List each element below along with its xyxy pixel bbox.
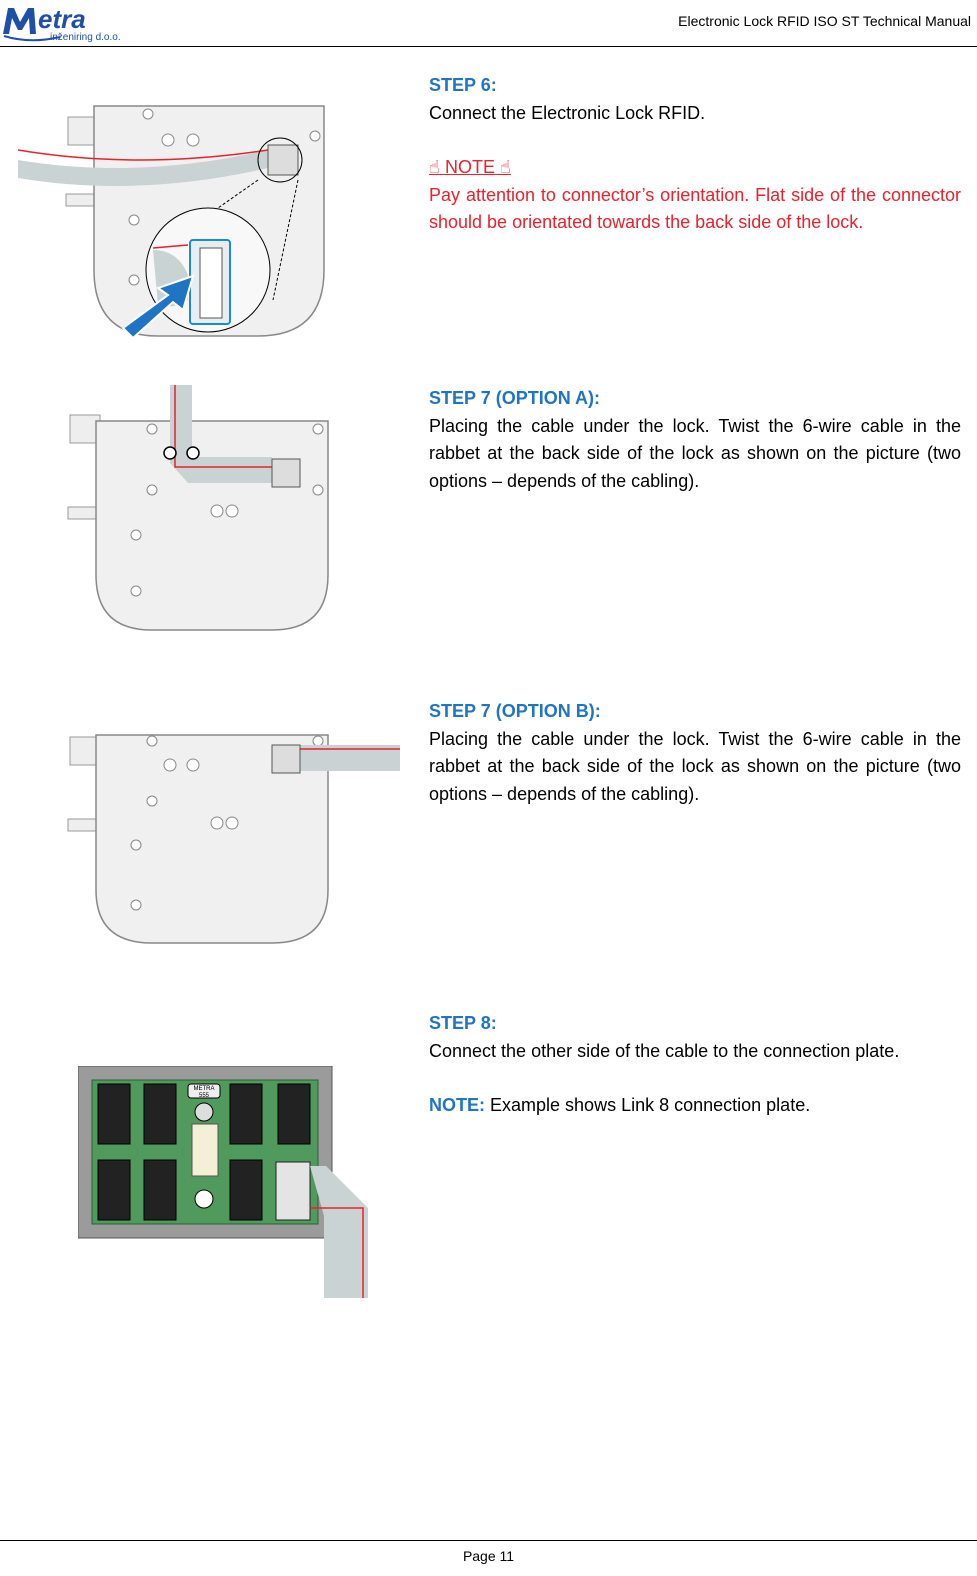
step8-body: Connect the other side of the cable to t… bbox=[429, 1040, 900, 1061]
plate-label-line2: 555 bbox=[199, 1093, 210, 1099]
document-title: Electronic Lock RFID ISO ST Technical Ma… bbox=[678, 13, 971, 29]
step7a-text: STEP 7 (OPTION A): Placing the cable und… bbox=[429, 385, 961, 495]
step6-illustration bbox=[17, 100, 408, 355]
page-number: Page 11 bbox=[462, 1548, 515, 1564]
step6-body: Connect the Electronic Lock RFID. bbox=[429, 102, 706, 123]
step7b-body: Placing the cable under the lock. Twist … bbox=[429, 728, 961, 804]
step7b-illustration bbox=[60, 725, 400, 950]
step7a-title: STEP 7 (OPTION A): bbox=[429, 388, 601, 408]
step7b-text: STEP 7 (OPTION B): Placing the cable und… bbox=[429, 698, 961, 808]
step8-note-label: NOTE: bbox=[429, 1095, 485, 1115]
header-rule bbox=[0, 46, 977, 47]
step8-text: STEP 8: Connect the other side of the ca… bbox=[429, 1010, 961, 1120]
plate-label-line1: METRA bbox=[194, 1086, 215, 1092]
step7a-illustration bbox=[60, 385, 360, 635]
step8-title: STEP 8: bbox=[429, 1013, 497, 1033]
step8-note: NOTE: Example shows Link 8 connection pl… bbox=[429, 1092, 961, 1120]
step6-title: STEP 6: bbox=[429, 75, 497, 95]
step6-note-heading: ☝ NOTE ☝ bbox=[429, 157, 511, 177]
step8-note-text: Example shows Link 8 connection plate. bbox=[490, 1095, 811, 1115]
step7b-title: STEP 7 (OPTION B): bbox=[429, 701, 601, 721]
logo-word: etra bbox=[38, 4, 86, 34]
footer-rule bbox=[0, 1540, 977, 1541]
step7a-body: Placing the cable under the lock. Twist … bbox=[429, 415, 961, 491]
logo-subtitle: inženiring d.o.o. bbox=[50, 32, 121, 42]
company-logo: etra inženiring d.o.o. bbox=[0, 0, 130, 43]
step6-text: STEP 6: Connect the Electronic Lock RFID… bbox=[429, 72, 961, 237]
step6-note-text: Pay attention to connector’s orientation… bbox=[429, 184, 961, 233]
step8-connection-plate: METRA 555 bbox=[77, 1065, 368, 1298]
